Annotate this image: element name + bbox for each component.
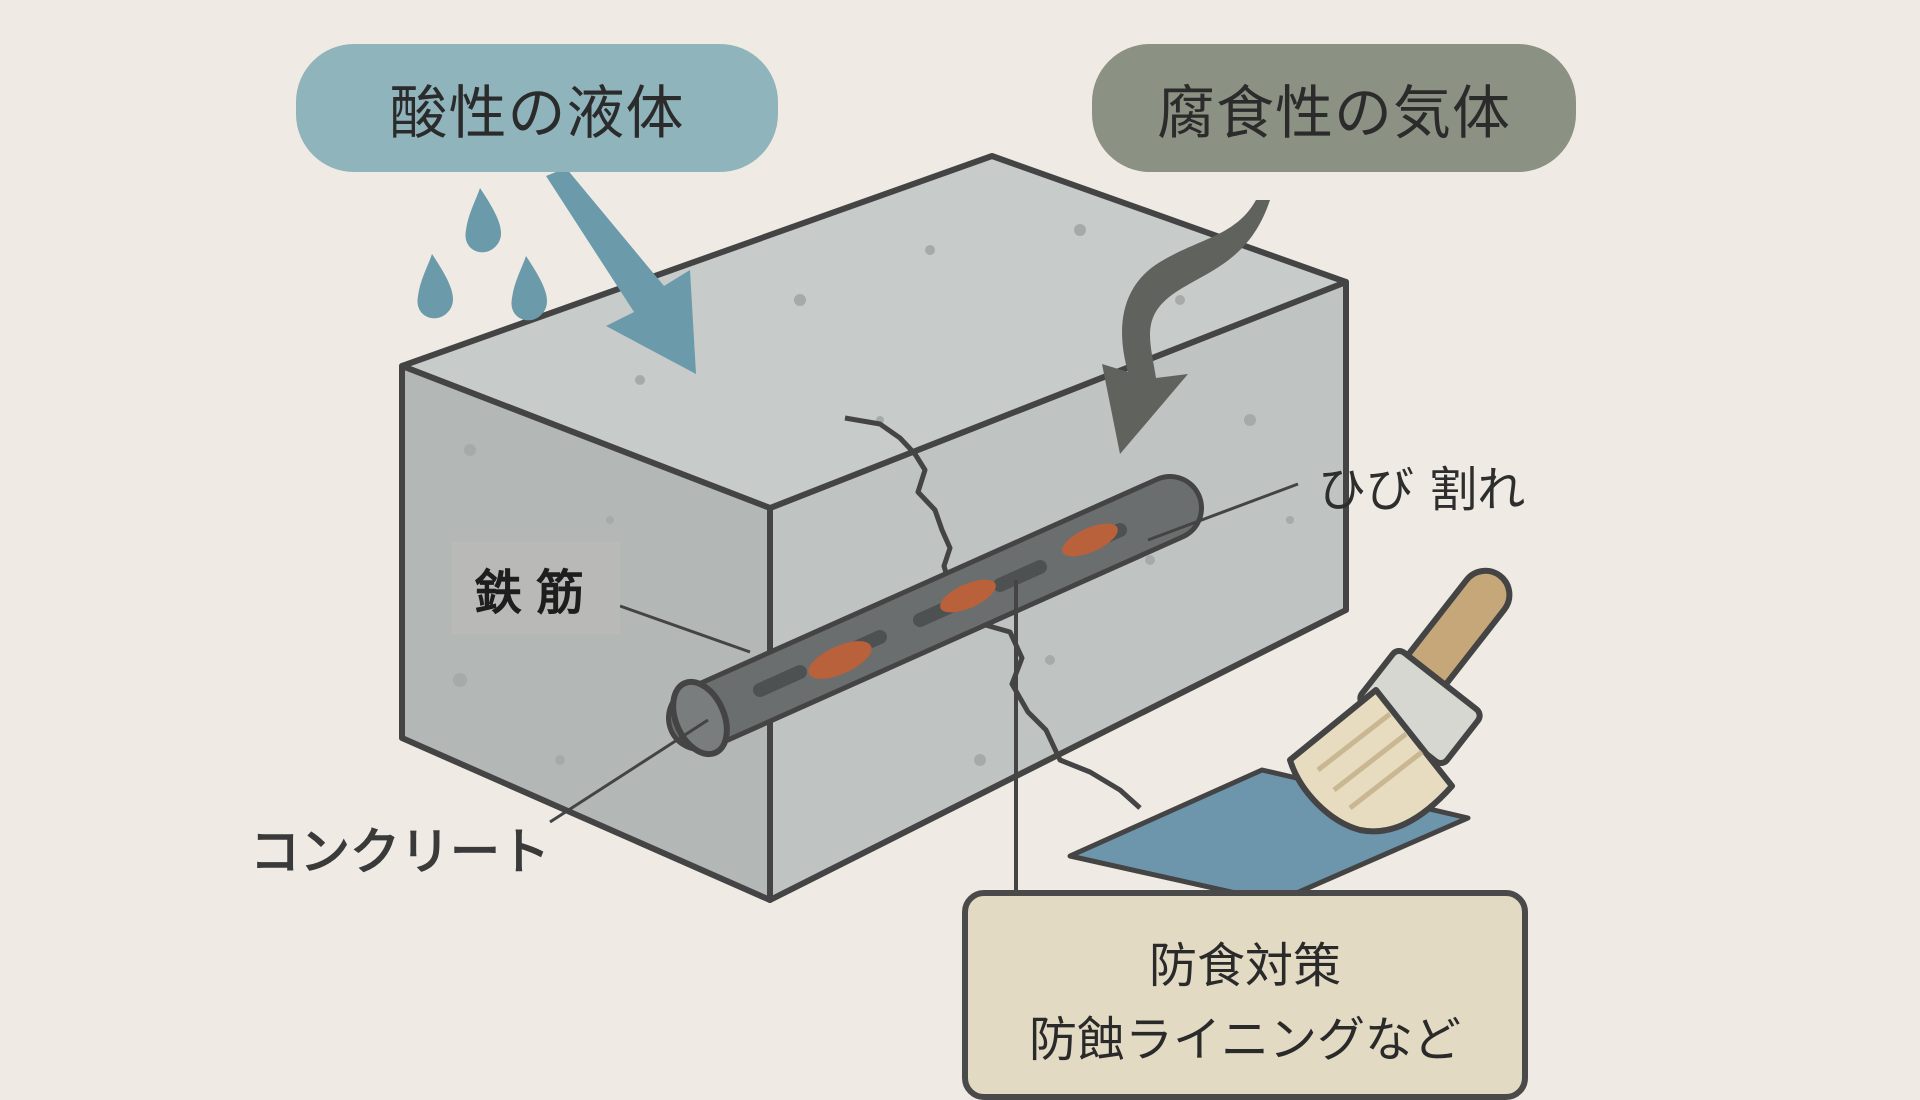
corrosive-gas-label: 腐食性の気体 bbox=[1092, 44, 1576, 172]
crack-label: ひび 割れ bbox=[1318, 462, 1526, 518]
leader-concrete bbox=[549, 718, 709, 824]
leader-rebar bbox=[619, 604, 751, 654]
acid-liquid-label: 酸性の液体 bbox=[296, 44, 778, 172]
countermeasure-box: 防食対策 防蝕ライニングなど bbox=[962, 890, 1528, 1100]
rebar bbox=[666, 474, 1204, 758]
rust-spot bbox=[1062, 523, 1118, 557]
water-drop-icon bbox=[417, 188, 548, 321]
concrete-label: コンクリート bbox=[250, 823, 550, 881]
rust-spot bbox=[808, 641, 872, 679]
countermeasure-title: 防食対策 bbox=[1148, 938, 1341, 994]
gas-arrow bbox=[1102, 200, 1270, 454]
acid-arrow bbox=[546, 168, 696, 374]
rebar-label: 鉄筋 bbox=[452, 542, 620, 634]
paint-brush-icon bbox=[1287, 567, 1513, 835]
leader-crack bbox=[1147, 482, 1299, 542]
countermeasure-detail: 防蝕ライニングなど bbox=[1028, 1012, 1461, 1068]
rust-spot bbox=[940, 579, 996, 613]
